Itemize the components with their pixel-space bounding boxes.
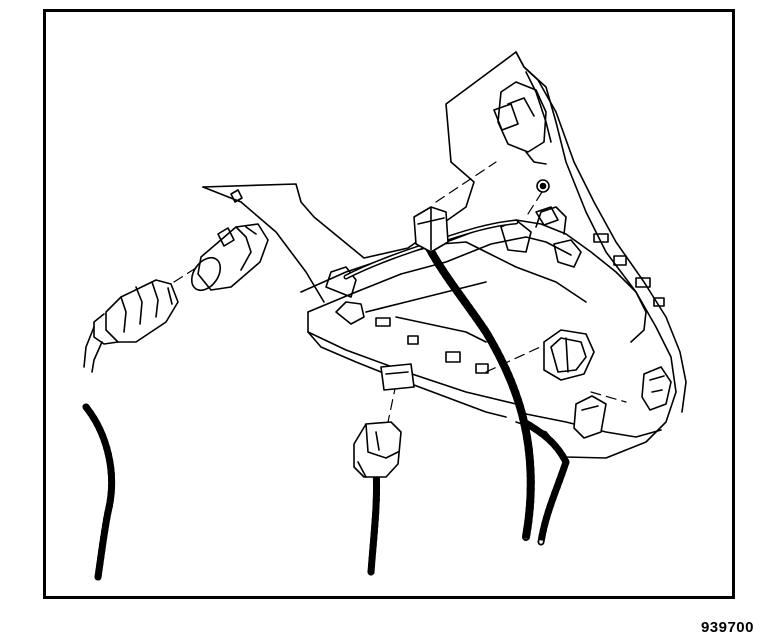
- wiring-illustration: [82, 51, 687, 581]
- center-connector: [353, 363, 415, 478]
- wiring-harness: [82, 219, 570, 581]
- module-housing: [300, 206, 665, 438]
- harness-clip: [413, 206, 449, 253]
- trim-panel-outline: [202, 51, 687, 459]
- diagram-frame: [43, 9, 735, 599]
- lamp-socket: [190, 189, 269, 292]
- assembly-guide-lines: [173, 161, 627, 423]
- module-connector: [543, 329, 672, 439]
- bulb-connector: [83, 279, 179, 373]
- upper-connector: [493, 81, 559, 226]
- figure-id-label: 939700: [700, 619, 754, 636]
